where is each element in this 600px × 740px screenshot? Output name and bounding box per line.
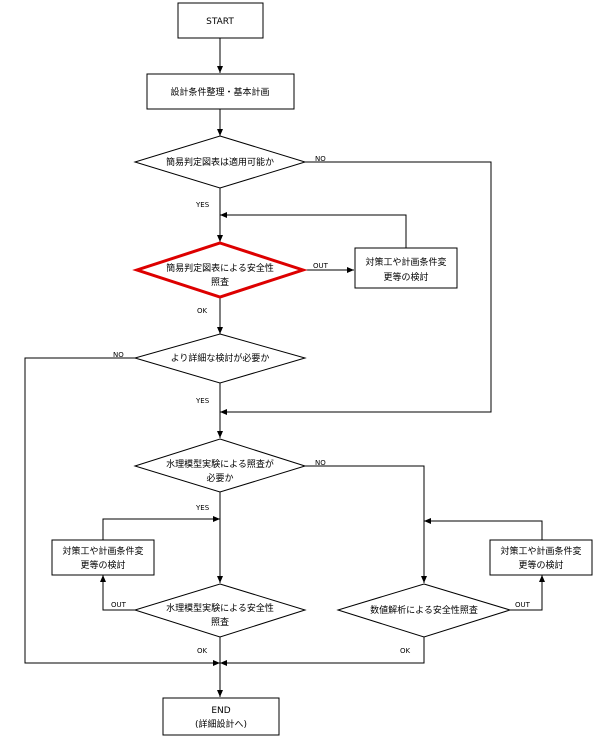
edge-d5-out: [100, 575, 135, 611]
edge-side1-loop: [220, 212, 407, 248]
label-d3-no: NO: [113, 351, 124, 359]
countermeasure-box-right: 対策工や計画条件変 更等の検討: [489, 539, 593, 576]
decision-simple-check-line1: 簡易判定図表による安全性: [166, 262, 274, 274]
edge-d1-no: [220, 161, 492, 415]
decision-simple-check-line2: 照査: [211, 276, 229, 288]
label-d4-no: NO: [315, 459, 326, 467]
decision-simple-check: 簡易判定図表による安全性 照査: [132, 241, 308, 299]
label-d4-yes: YES: [195, 504, 210, 512]
edge-d4-no: [305, 465, 427, 583]
decision-model-test-check: 水理模型実験による安全性 照査: [133, 583, 307, 638]
edge-d6-ok: [220, 637, 425, 666]
decision-applicable: 簡易判定図表は適用可能か: [133, 135, 307, 189]
label-d5-ok: OK: [197, 647, 208, 655]
label-d6-out: OUT: [515, 601, 531, 609]
countermeasure-right-line1: 対策工や計画条件変: [500, 545, 581, 557]
countermeasure-upper-line1: 対策工や計画条件変: [365, 256, 446, 268]
edges: [24, 38, 545, 697]
plan-node: 設計条件整理・基本計画: [146, 73, 295, 110]
end-label-line1: END: [211, 706, 230, 716]
decision-model-test-check-line2: 照査: [211, 616, 229, 628]
decision-numerical-check-label: 数値解析による安全性照査: [370, 604, 478, 616]
decision-model-test-needed-line2: 必要か: [206, 472, 233, 484]
countermeasure-upper-line2: 更等の検討: [383, 271, 428, 283]
countermeasure-box-left: 対策工や計画条件変 更等の検討: [51, 539, 155, 576]
label-d2-out: OUT: [313, 262, 329, 270]
edge-right-loop: [424, 518, 543, 540]
countermeasure-left-line2: 更等の検討: [80, 559, 125, 571]
end-node: END (詳細設計へ): [162, 697, 280, 736]
countermeasure-left-line1: 対策工や計画条件変: [62, 545, 143, 557]
start-label: START: [206, 17, 234, 27]
label-d1-yes: YES: [195, 201, 210, 209]
edge-d6-out: [510, 575, 545, 611]
decision-detailed-needed-label: より詳細な検討が必要か: [171, 352, 270, 364]
countermeasure-right-line2: 更等の検討: [518, 559, 563, 571]
edge-d3-no: [24, 357, 220, 666]
decision-model-test-needed-line1: 水理模型実験による照査が: [166, 458, 274, 470]
decision-model-test-check-line1: 水理模型実験による安全性: [166, 602, 274, 614]
label-d2-ok: OK: [197, 307, 208, 315]
label-d1-no: NO: [315, 155, 326, 163]
end-label-line2: (詳細設計へ): [195, 718, 247, 730]
decision-applicable-label: 簡易判定図表は適用可能か: [166, 156, 274, 168]
countermeasure-box-upper: 対策工や計画条件変 更等の検討: [354, 247, 458, 289]
decision-numerical-check: 数値解析による安全性照査: [336, 583, 512, 638]
label-d3-yes: YES: [195, 397, 210, 405]
edge-labels: NO YES OUT OK NO YES NO YES OUT OK OUT O…: [111, 155, 531, 655]
label-d5-out: OUT: [111, 601, 127, 609]
label-d6-ok: OK: [400, 647, 411, 655]
plan-label: 設計条件整理・基本計画: [170, 86, 269, 98]
edge-left-loop: [102, 516, 220, 540]
decision-model-test-needed: 水理模型実験による照査が 必要か: [133, 438, 307, 493]
decision-detailed-needed: より詳細な検討が必要か: [133, 333, 307, 384]
start-node: START: [177, 2, 264, 39]
